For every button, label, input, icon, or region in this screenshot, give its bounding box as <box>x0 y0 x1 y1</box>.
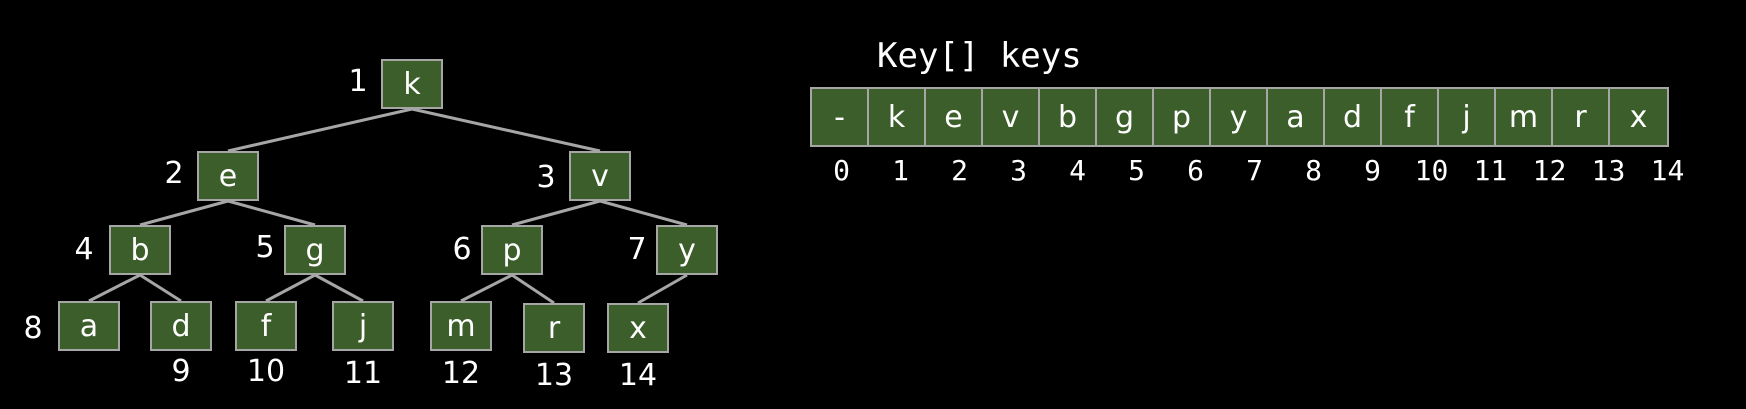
array-cell: y <box>1211 89 1268 145</box>
tree-node-index: 11 <box>343 356 383 391</box>
tree-node-index: 7 <box>627 232 647 267</box>
tree-edge <box>139 199 229 227</box>
array-cell: - <box>812 89 869 145</box>
tree-node: r <box>523 303 585 353</box>
tree-node-index: 1 <box>348 64 368 99</box>
array-index: 2 <box>951 154 968 187</box>
tree-node-index: 5 <box>255 230 275 265</box>
tree-node-index: 4 <box>74 232 94 267</box>
array-index: 6 <box>1187 154 1204 187</box>
tree-node-index: 8 <box>23 311 43 346</box>
tree-edge <box>88 273 141 303</box>
tree-node: p <box>481 225 543 275</box>
array-cell: f <box>1382 89 1439 145</box>
array-index: 10 <box>1414 154 1449 187</box>
array-cell: b <box>1040 89 1097 145</box>
tree-edge <box>637 273 688 305</box>
tree-node-index: 12 <box>441 356 481 391</box>
tree-edge <box>139 273 182 303</box>
tree-edge <box>265 273 316 303</box>
tree-node: d <box>150 301 212 351</box>
array-cell: r <box>1553 89 1610 145</box>
tree-edge <box>314 273 364 303</box>
array-index: 0 <box>833 154 850 187</box>
tree-node: b <box>109 225 171 275</box>
tree-edge <box>599 199 688 227</box>
array-cell: v <box>983 89 1040 145</box>
tree-node-index: 10 <box>246 354 286 389</box>
array-index: 3 <box>1010 154 1027 187</box>
tree-node: x <box>607 303 669 353</box>
array-index: 7 <box>1246 154 1263 187</box>
array-index: 4 <box>1069 154 1086 187</box>
array-cell: g <box>1097 89 1154 145</box>
tree-edge <box>411 107 601 153</box>
array-index: 13 <box>1591 154 1626 187</box>
array-cell: k <box>869 89 926 145</box>
array-index: 1 <box>892 154 909 187</box>
array-cell: e <box>926 89 983 145</box>
tree-node: g <box>284 225 346 275</box>
tree-node-index: 13 <box>534 358 574 393</box>
array-index: 9 <box>1364 154 1381 187</box>
tree-node: j <box>332 301 394 351</box>
tree-node: y <box>656 225 718 275</box>
tree-node: f <box>235 301 297 351</box>
array-index: 14 <box>1650 154 1685 187</box>
tree-node-index: 6 <box>452 232 472 267</box>
tree-node: a <box>58 301 120 351</box>
tree-edge <box>511 199 601 227</box>
array-index: 8 <box>1305 154 1322 187</box>
array-cell: j <box>1439 89 1496 145</box>
tree-node-index: 2 <box>164 156 184 191</box>
tree-node-index: 14 <box>618 358 658 393</box>
array-cell: p <box>1154 89 1211 145</box>
array-index: 5 <box>1128 154 1145 187</box>
array-cell: x <box>1629 99 1648 135</box>
array-index: 11 <box>1473 154 1508 187</box>
tree-edge <box>511 273 555 305</box>
array-index: 12 <box>1532 154 1567 187</box>
tree-node-index: 9 <box>171 354 191 389</box>
array-cell: a <box>1268 89 1325 145</box>
tree-node-index: 3 <box>536 160 556 195</box>
array-title: Key[] keys <box>877 36 1082 76</box>
tree-edge <box>227 107 413 153</box>
array-cell: d <box>1325 89 1382 145</box>
tree-node: v <box>569 151 631 201</box>
tree-node: k <box>381 59 443 109</box>
tree-node: m <box>430 301 492 351</box>
tree-edge <box>227 199 316 227</box>
tree-node: e <box>197 151 259 201</box>
array-cell: m <box>1496 89 1553 145</box>
tree-edge <box>460 273 513 303</box>
